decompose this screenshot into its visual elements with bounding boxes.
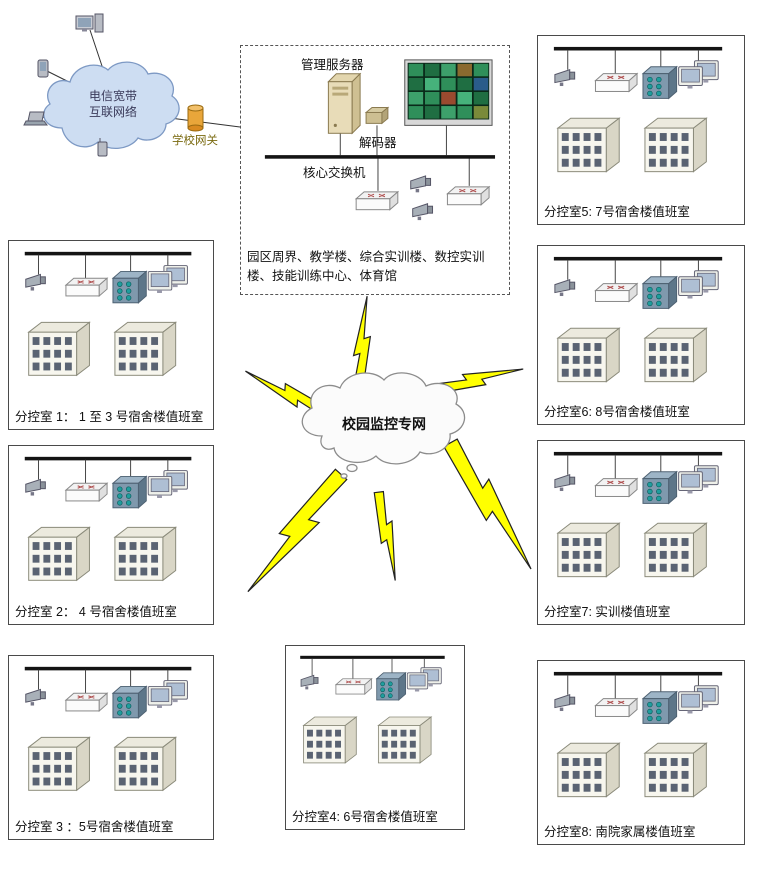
cloud-puff <box>346 463 358 473</box>
handheld-icon <box>97 138 108 157</box>
room-box-5: 分控室5: 7号宿舍楼值班室 <box>537 35 745 225</box>
room-box-2: 分控室 2： 4 号宿舍楼值班室 <box>8 445 214 625</box>
laptop-icon <box>23 111 48 126</box>
room-equipment <box>542 444 740 583</box>
campus-network-label: 校园监控专网 <box>342 416 426 432</box>
room-label: 分控室 3 ：5号宿舍楼值班室 <box>15 819 174 834</box>
decoder-label: 解码器 <box>359 136 397 150</box>
coverage-text: 园区周界、教学楼、综合实训楼、数控实训楼、技能训练中心、体育馆 <box>247 250 485 283</box>
lightning-bolt-icon <box>244 460 350 607</box>
room-label: 分控室6: 8号宿舍楼值班室 <box>544 404 690 419</box>
internet-cloud-label-line1: 电信宽带 <box>89 88 137 103</box>
room-label: 分控室 2： 4 号宿舍楼值班室 <box>15 604 177 619</box>
lightning-bolt-icon <box>431 435 553 572</box>
room-equipment <box>13 449 209 586</box>
switch-icon <box>355 191 399 211</box>
core-switch-label: 核心交换机 <box>303 166 366 180</box>
room-equipment <box>542 39 740 178</box>
room-box-6: 分控室6: 8号宿舍楼值班室 <box>537 245 745 425</box>
internet-cloud <box>43 61 180 149</box>
desktop-icon <box>75 13 104 33</box>
room-label: 分控室8: 南院家属楼值班室 <box>544 824 696 839</box>
room-box-7: 分控室7: 实训楼值班室 <box>537 440 745 625</box>
internet-cloud-label-line2: 互联网络 <box>89 104 137 119</box>
gateway-icon <box>187 104 204 132</box>
room-box-1: 分控室 1： 1 至 3 号宿舍楼值班室 <box>8 240 214 430</box>
room-box-4: 分控室4: 6号宿舍楼值班室 <box>285 645 465 830</box>
gateway-label: 学校网关 <box>172 133 218 147</box>
phone-icon <box>37 59 49 78</box>
decoder-icon <box>365 107 389 124</box>
room-label: 分控室7: 实训楼值班室 <box>544 604 671 619</box>
room-box-8: 分控室8: 南院家属楼值班室 <box>537 660 745 845</box>
room-equipment <box>542 664 740 803</box>
control-center-scene <box>264 59 496 221</box>
room-equipment <box>290 649 460 768</box>
server-label: 管理服务器 <box>301 58 364 72</box>
room-equipment <box>13 244 209 381</box>
lightning-bolt-icon <box>365 489 412 582</box>
control-center-box: 管理服务器 解码器 核心交换机 园区周界、教学楼、综合实训楼、数控实训楼、技能训… <box>240 45 510 295</box>
camera-icon <box>410 175 432 193</box>
cloud-puff <box>340 473 348 479</box>
room-box-3: 分控室 3 ：5号宿舍楼值班室 <box>8 655 214 840</box>
switch-icon <box>446 186 490 206</box>
server-tower-icon <box>327 73 361 134</box>
campus-network-cloud <box>301 372 466 465</box>
room-equipment <box>13 659 209 796</box>
room-label: 分控室5: 7号宿舍楼值班室 <box>544 204 690 219</box>
camera-icon <box>412 203 434 221</box>
cc-drop-lines <box>339 125 470 191</box>
room-label: 分控室 1： 1 至 3 号宿舍楼值班室 <box>15 409 204 424</box>
room-equipment <box>542 249 740 388</box>
room-label: 分控室4: 6号宿舍楼值班室 <box>292 809 438 824</box>
video-wall-icon <box>404 59 493 126</box>
core-switch-bus <box>264 155 496 159</box>
